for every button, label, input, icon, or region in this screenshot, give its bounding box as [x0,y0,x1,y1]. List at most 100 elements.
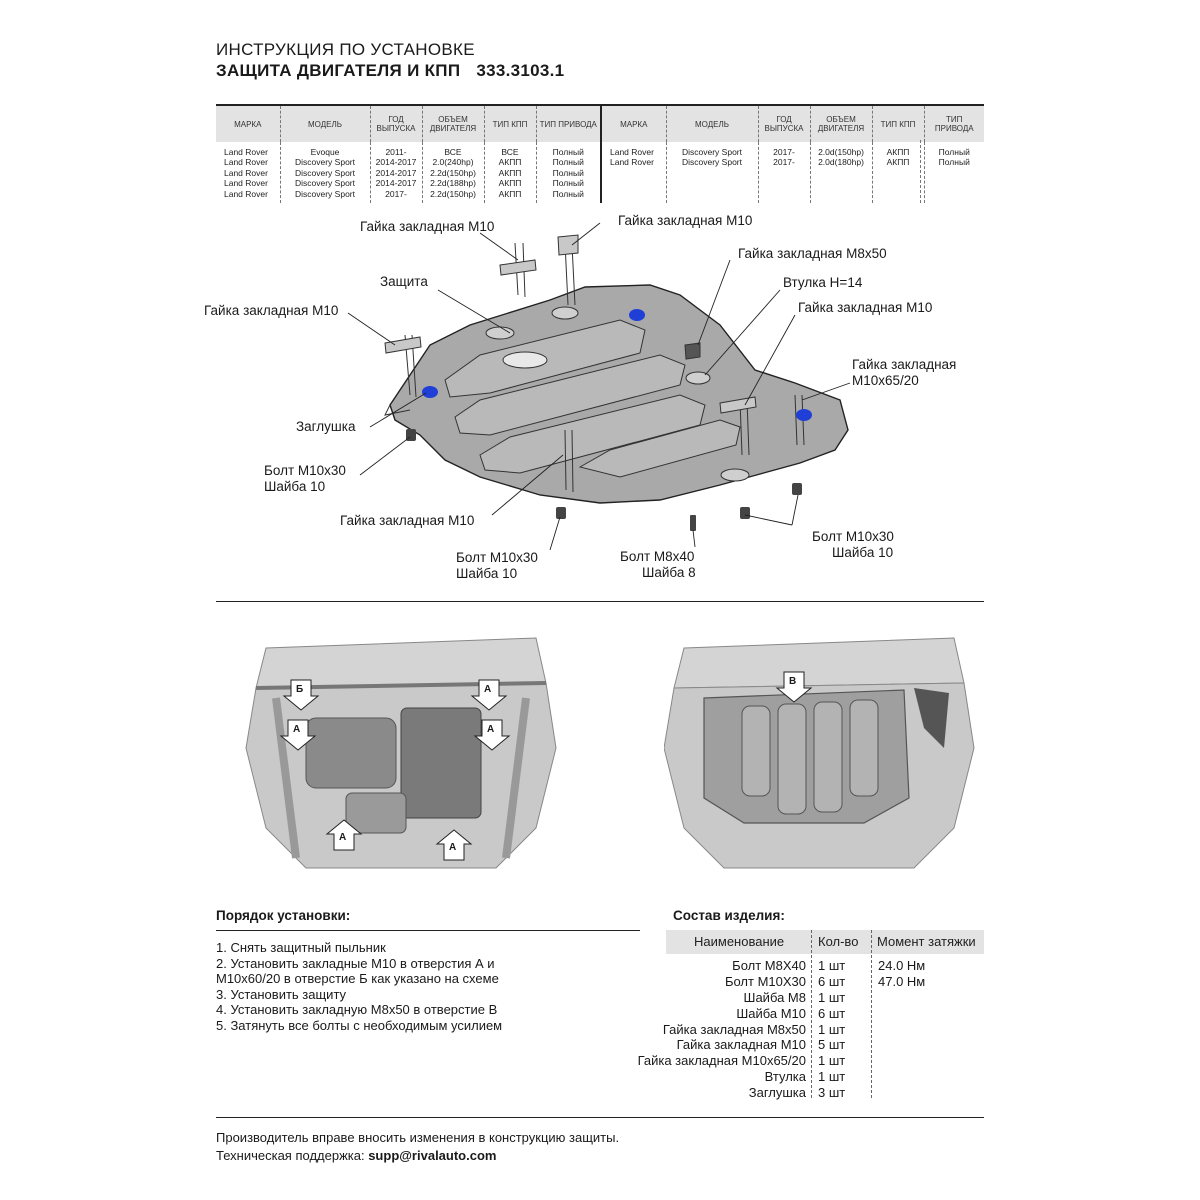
marker-arrow-b [282,679,320,711]
label-bolt-m8-line1: Болт М8х40 [620,549,695,564]
composition-row: Гайка закладная М10 5 шт [616,1037,976,1053]
label-nut-m8x50: Гайка закладная М8х50 [738,246,887,261]
compat-cell: АКПП [886,157,910,168]
marker-arrow-v [775,671,813,703]
footer-support: Техническая поддержка: supp@rivalauto.co… [216,1148,496,1163]
compat-cell: 2.0d(180hp) [818,157,864,168]
engine-bay-image [245,637,557,869]
compat-cell: 2017- [385,188,407,199]
compat-cell: Полный [552,157,584,168]
marker-arrow-a [473,719,511,751]
composition-item-qty: 1 шт [818,1069,846,1085]
composition-row: Шайба М10 6 шт [616,1006,976,1022]
composition-item-name: Заглушка [748,1085,806,1101]
composition-header-qty: Кол-во [818,934,859,949]
label-nut-m10-top-right: Гайка закладная М10 [618,213,753,228]
compat-cell: Discovery Sport [295,167,355,178]
footer-disclaimer: Производитель вправе вносить изменения в… [216,1130,620,1145]
compat-cell: Land Rover [610,147,654,157]
composition-header: Наименование Кол-во Момент затяжки [666,930,984,954]
compat-cell: Discovery Sport [682,157,742,168]
plug-icon [796,409,812,421]
compat-header-cell: МАРКА [602,106,666,142]
compat-cell: Полный [552,188,584,199]
marker-label-a: А [487,724,495,735]
install-step: 2. Установить закладные М10 в отверстия … [216,955,495,971]
composition-item-name: Гайка закладная М10 [676,1037,806,1053]
section-divider [216,601,984,602]
bolt-icon [792,483,802,495]
composition-item-qty: 5 шт [818,1037,846,1053]
install-steps: 1. Снять защитный пыльник 2. Установить … [216,940,502,1034]
composition-row: Гайка закладная М10х65/20 1 шт [616,1053,976,1069]
composition-item-name: Болт М8Х40 [732,958,806,973]
compat-header-cell: ТИП КПП [871,106,924,142]
support-label: Техническая поддержка: [216,1148,369,1163]
marker-label-a: А [293,724,301,735]
composition-divider [871,930,872,1098]
marker-label-a: А [449,842,457,853]
compat-cell: Discovery Sport [295,157,355,168]
marker-arrow-a [435,829,473,861]
composition-header-torque: Момент затяжки [877,934,976,949]
install-step: 1. Снять защитный пыльник [216,940,386,955]
composition-item-name: Шайба М10 [736,1005,806,1021]
support-email-link[interactable]: supp@rivalauto.com [368,1148,497,1163]
composition-item-qty: 6 шт [818,973,846,989]
label-bolt-mid-line1: Болт М10х30 [456,550,538,565]
composition-item-qty: 1 шт [818,1053,846,1069]
compat-header-cell: ОБЪЕМ ДВИГАТЕЛЯ [421,106,484,142]
compat-header-cell: ТИП ПРИВОДА [923,106,984,142]
guard-drawing [347,222,851,551]
compat-cell: Discovery Sport [295,178,355,189]
compat-cell: Полный [938,157,970,168]
doc-title-line1: ИНСТРУКЦИЯ ПО УСТАНОВКЕ [216,40,475,59]
label-guard: Защита [380,274,428,289]
composition-item-qty: 1 шт [818,989,846,1005]
install-step: 4. Установить закладную М8х50 в отверсти… [216,1002,498,1018]
label-bolt-m8-line2: Шайба 8 [642,565,696,580]
composition-item-qty: 1 шт [818,1021,846,1037]
marker-label-v: В [789,676,797,687]
installed-guard-image [663,637,975,869]
marker-arrow-a [325,819,363,851]
bolt-icon [690,515,696,531]
compat-header-cell: МАРКА [216,106,280,142]
compat-header-cell: МОДЕЛЬ [279,106,370,142]
label-bolt-mid-line2: Шайба 10 [456,566,518,581]
install-step: 5. Затянуть все болты с необходимым усил… [216,1017,503,1033]
composition-item-name: Гайка закладная М10х65/20 [637,1053,806,1069]
marker-label-b: Б [296,684,304,695]
compat-header-cell: МОДЕЛЬ [665,106,758,142]
compat-cell: Land Rover [224,188,268,199]
footer-rule [216,1117,984,1118]
label-nut-m10-top-left: Гайка закладная М10 [360,219,495,234]
composition-item-qty: 1 шт [818,958,846,973]
label-bushing: Втулка Н=14 [783,275,863,290]
compat-cell: 2.2d(188hp) [430,178,476,189]
compat-header-cell: ГОД ВЫПУСКА [369,106,422,142]
plug-icon [422,386,438,398]
compat-cell: Land Rover [224,157,268,168]
compat-cell: ВСЕ [444,147,462,157]
composition-item-qty: 6 шт [818,1005,846,1021]
composition-header-name: Наименование [694,934,785,949]
compat-header-cell: ТИП КПП [483,106,536,142]
label-nut-m10-left: Гайка закладная М10 [204,303,339,318]
composition-item-qty: 3 шт [818,1085,846,1101]
compat-column: 2.0d(150hp)2.0d(180hp) [809,142,872,203]
compat-cell: Полный [552,147,584,157]
composition-item-torque: 24.0 Нм [878,958,926,973]
